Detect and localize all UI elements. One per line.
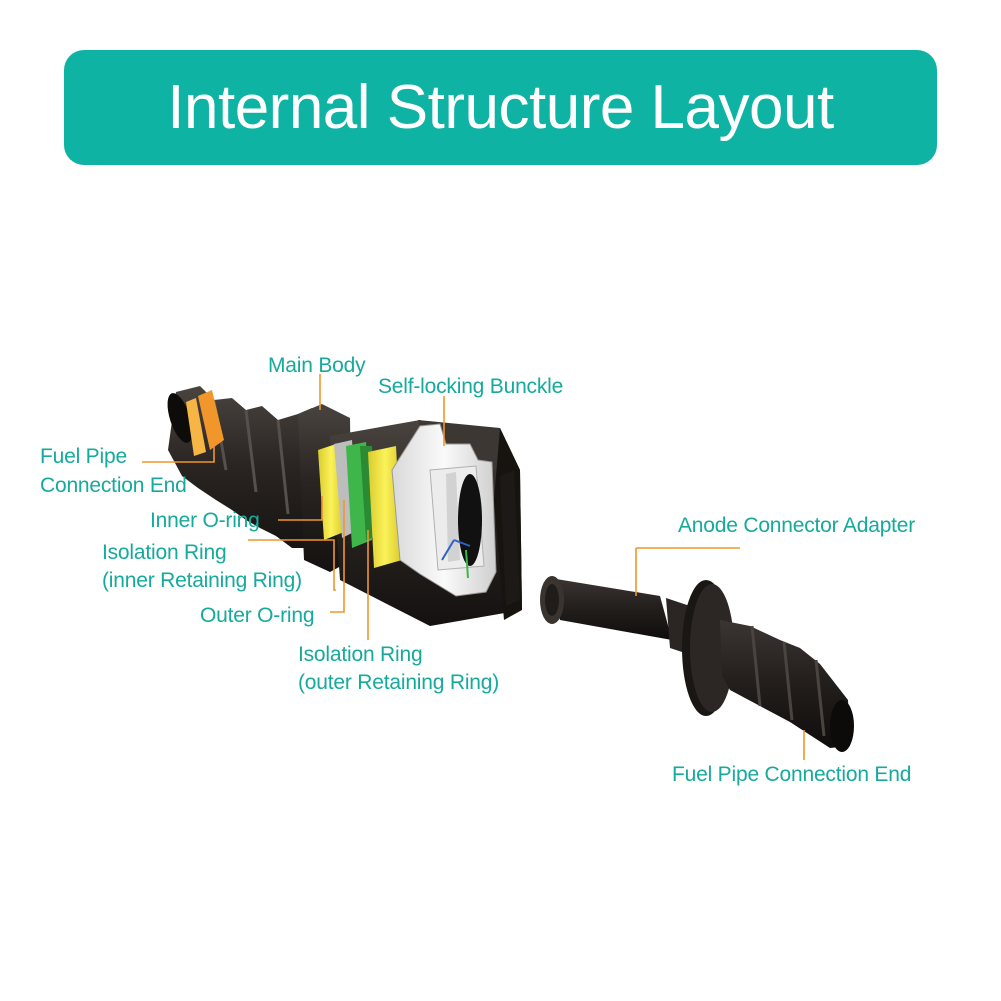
leader-outer-o-ring: [330, 500, 345, 613]
self-locking-buckle-shape: [391, 423, 520, 606]
leader-lines: [142, 374, 805, 760]
tail-band: [186, 390, 224, 456]
label-fuel-pipe-right: Fuel Pipe Connection End: [672, 763, 912, 786]
leader-fuel-pipe-left: [142, 440, 215, 463]
page-title: Internal Structure Layout: [167, 73, 834, 142]
label-isolation-ring-outer: Isolation Ring (outer Retaining Ring): [298, 643, 500, 694]
label-fuel-pipe-left: Fuel Pipe Connection End: [40, 445, 187, 497]
leader-anode: [635, 547, 740, 596]
label-isolation-ring-inner: Isolation Ring (inner Retaining Ring): [102, 541, 302, 592]
label-inner-o-ring: Inner O-ring: [150, 509, 260, 532]
leader-isolation-inner: [248, 539, 336, 591]
label-anode-adapter: Anode Connector Adapter: [678, 514, 916, 537]
title-banner: Internal Structure Layout: [64, 50, 937, 165]
label-self-locking-buckle: Self-locking Bunckle: [378, 375, 564, 398]
anode-adapter-shape: [540, 576, 854, 752]
label-outer-o-ring: Outer O-ring: [200, 604, 315, 627]
leader-inner-o-ring: [278, 496, 323, 521]
label-main-body: Main Body: [268, 354, 366, 377]
